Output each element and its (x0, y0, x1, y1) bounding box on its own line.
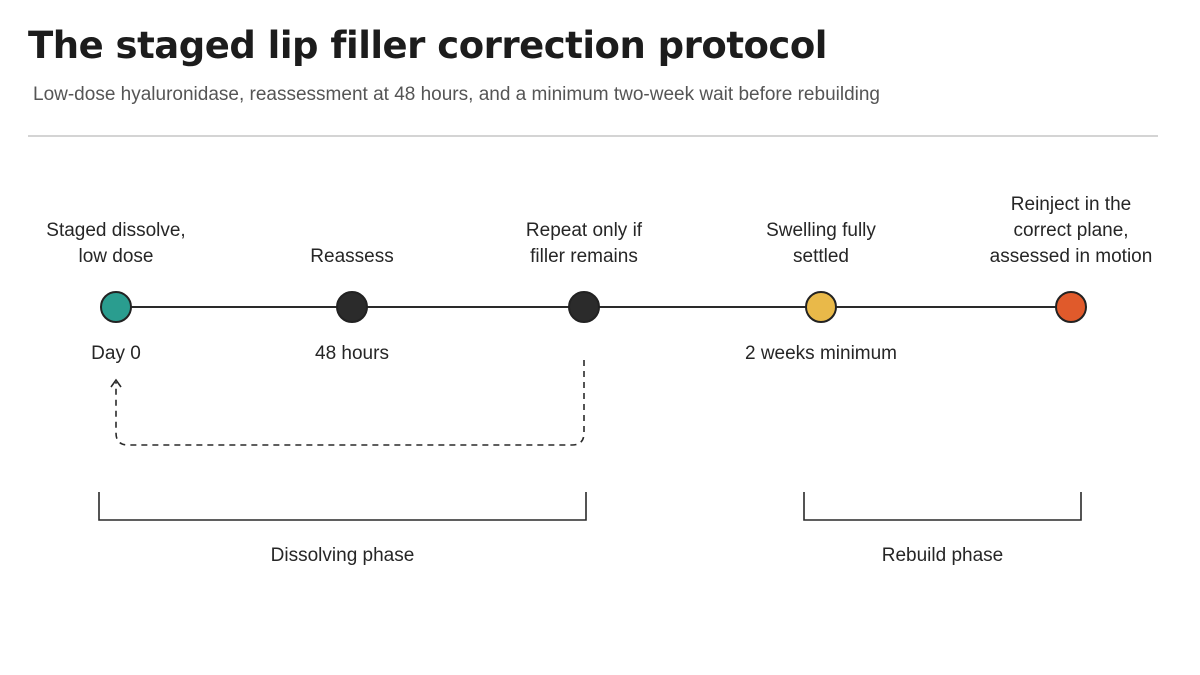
step-label-line: settled (793, 246, 849, 267)
repeat-loop-arrow (115, 360, 585, 446)
step-label-reassess: Reassess (310, 246, 393, 267)
step-time-dissolve: Day 0 (91, 343, 141, 364)
step-marker-repeat (568, 291, 600, 323)
timeline-step-repeat: Repeat only if filler remains (526, 220, 643, 323)
step-label-repeat: Repeat only if filler remains (526, 220, 643, 267)
step-label-reinject: Reinject in the correct plane, assessed in… (990, 194, 1153, 267)
step-time-settled: 2 weeks minimum (745, 343, 897, 364)
step-label-dissolve: Staged dissolve, low dose (46, 220, 185, 267)
step-label-line: Staged dissolve, (46, 220, 185, 241)
step-label-line: Reinject in the (1011, 194, 1131, 215)
step-label-line: low dose (79, 246, 154, 267)
phase-bracket-rebuild (803, 492, 1082, 521)
timeline-step-reinject: Reinject in the correct plane, assessed in… (990, 194, 1153, 323)
page-subtitle: Low-dose hyaluronidase, reassessment at … (33, 84, 880, 105)
step-label-settled: Swelling fully settled (766, 220, 876, 267)
phase-rebuild: Rebuild phase (803, 492, 1082, 566)
step-label-line: Reassess (310, 246, 393, 267)
timeline-step-settled: Swelling fully settled 2 weeks minimum (745, 220, 897, 364)
step-marker-reassess (336, 291, 368, 323)
step-label-line: Repeat only if (526, 220, 643, 241)
step-marker-dissolve (100, 291, 132, 323)
phase-label-rebuild: Rebuild phase (882, 545, 1003, 566)
repeat-loop-arrowhead (110, 378, 122, 388)
header-divider (28, 135, 1158, 137)
step-marker-reinject (1055, 291, 1087, 323)
phase-dissolving: Dissolving phase (98, 492, 587, 566)
step-label-line: Swelling fully (766, 220, 876, 241)
step-marker-settled (805, 291, 837, 323)
step-label-line: assessed in motion (990, 246, 1153, 267)
timeline-step-reassess: Reassess 48 hours (310, 246, 393, 364)
step-label-line: correct plane, (1013, 220, 1128, 241)
step-time-reassess: 48 hours (315, 343, 389, 364)
phase-label-dissolving: Dissolving phase (271, 545, 415, 566)
phase-bracket-dissolving (98, 492, 587, 521)
step-label-line: filler remains (530, 246, 638, 267)
page-title: The staged lip filler correction protoco… (28, 24, 827, 67)
